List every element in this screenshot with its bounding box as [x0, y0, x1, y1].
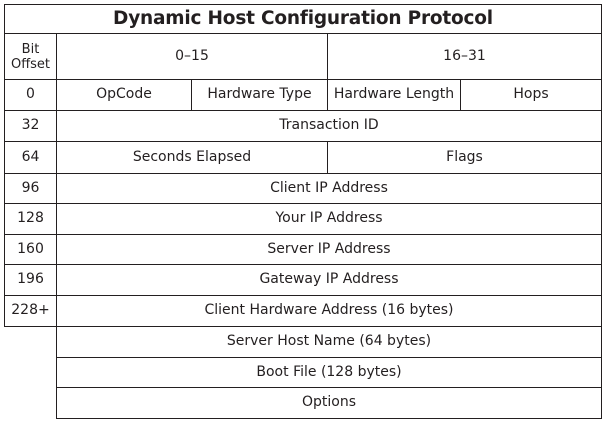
- bit-range-16-31: 16–31: [327, 33, 602, 80]
- field-boot-file: Boot File (128 bytes): [56, 357, 602, 388]
- bit-offset-header: Bit Offset: [4, 33, 57, 80]
- dhcp-packet-diagram: Dynamic Host Configuration Protocol Bit …: [4, 4, 602, 419]
- field-client-hardware-address: Client Hardware Address (16 bytes): [56, 295, 602, 327]
- offset-cell: 64: [4, 141, 57, 174]
- offset-cell: 0: [4, 79, 57, 111]
- offset-cell: 160: [4, 234, 57, 265]
- field-hardware-length: Hardware Length: [327, 79, 461, 111]
- field-opcode: OpCode: [56, 79, 192, 111]
- field-server-host-name: Server Host Name (64 bytes): [56, 326, 602, 358]
- field-options: Options: [56, 387, 602, 419]
- field-transaction-id: Transaction ID: [56, 110, 602, 142]
- field-your-ip-address: Your IP Address: [56, 203, 602, 235]
- offset-cell: 196: [4, 264, 57, 296]
- bit-range-0-15: 0–15: [56, 33, 328, 80]
- field-gateway-ip-address: Gateway IP Address: [56, 264, 602, 296]
- field-flags: Flags: [327, 141, 602, 174]
- field-seconds-elapsed: Seconds Elapsed: [56, 141, 328, 174]
- offset-cell: 228+: [4, 295, 57, 327]
- bit-offset-label-line2: Offset: [10, 56, 51, 72]
- field-hops: Hops: [460, 79, 602, 111]
- field-hardware-type: Hardware Type: [191, 79, 328, 111]
- diagram-title: Dynamic Host Configuration Protocol: [4, 4, 602, 34]
- offset-cell: 96: [4, 173, 57, 204]
- field-client-ip-address: Client IP Address: [56, 173, 602, 204]
- offset-cell: 128: [4, 203, 57, 235]
- offset-cell: 32: [4, 110, 57, 142]
- bit-offset-label-line1: Bit: [21, 41, 40, 57]
- field-server-ip-address: Server IP Address: [56, 234, 602, 265]
